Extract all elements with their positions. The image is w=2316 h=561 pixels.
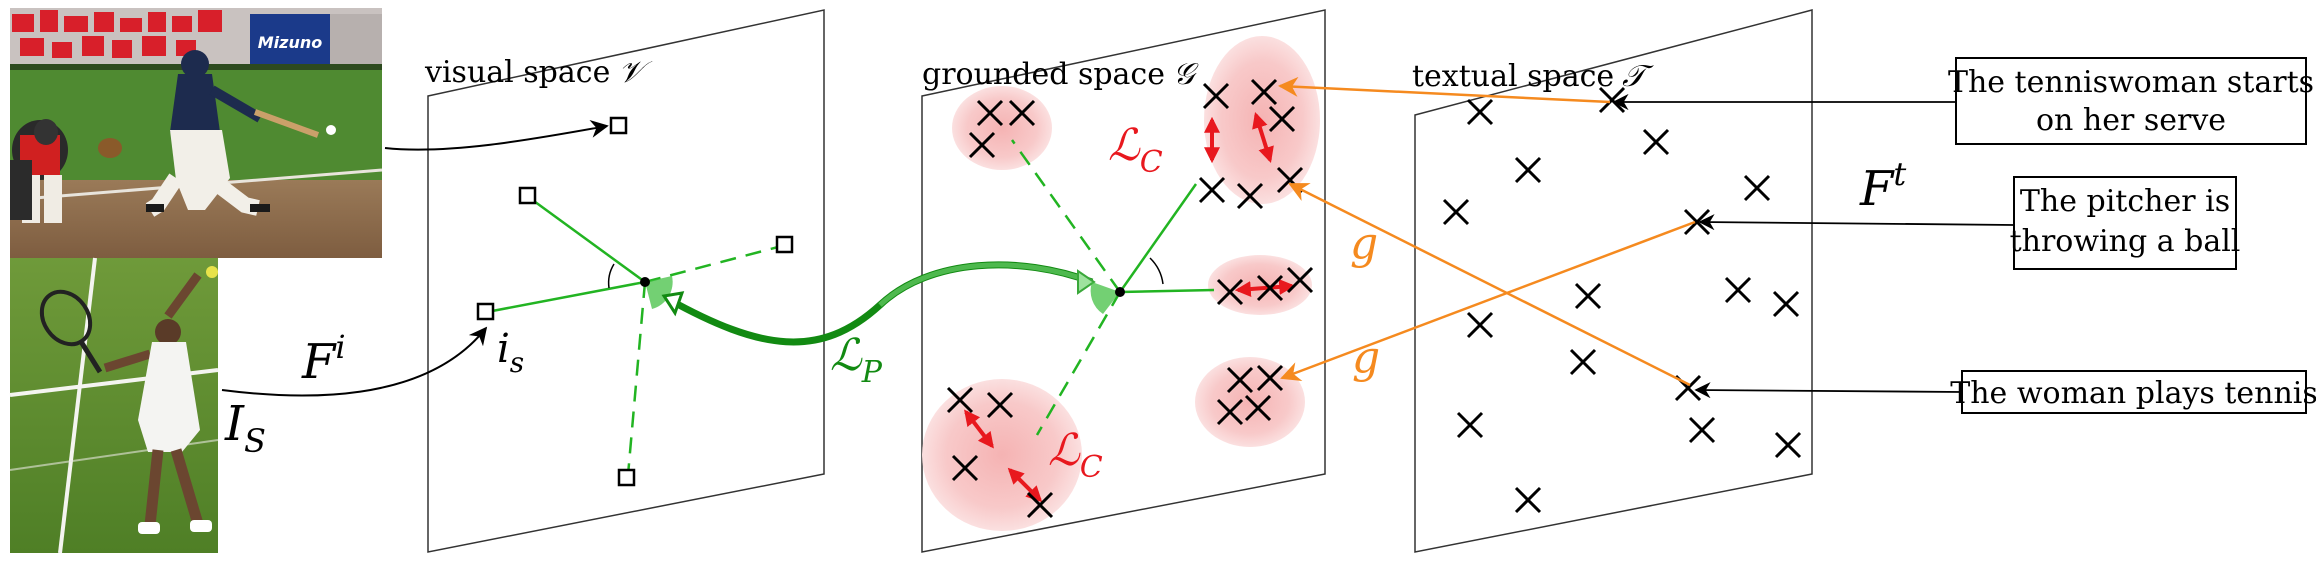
cross-point (1286, 266, 1314, 294)
g-label-upper: g (1350, 218, 1378, 269)
visual-point-square (617, 468, 636, 487)
visual-point-square (476, 302, 495, 321)
cross-point (1514, 486, 1542, 514)
cross-point (1268, 105, 1296, 133)
cross-point (1226, 366, 1254, 394)
cross-point (1569, 348, 1597, 376)
cross-point (1236, 182, 1264, 210)
visual-point-square (518, 186, 537, 205)
F-i-label: Fi (301, 328, 346, 390)
cross-point (1772, 290, 1800, 318)
baseball-to-visual-arrow (384, 119, 609, 151)
caption-box-tenniswoman: The tenniswoman starts on her serve (1948, 57, 2314, 145)
visual-space-content: is (476, 116, 794, 487)
tennis-photo (9, 257, 219, 554)
cross-point (976, 99, 1004, 127)
cluster-blob (952, 86, 1052, 170)
grounded-space-content (922, 36, 1320, 531)
baseball-photo: Mizuno (9, 8, 383, 258)
cross-point (946, 386, 974, 414)
g-label-lower: g (1352, 332, 1380, 383)
caption-box-pitcher: The pitcher is throwing a ball (2010, 176, 2241, 270)
cross-point (1256, 274, 1284, 302)
g-mapping-arrows (1278, 76, 1696, 387)
F-t-label: Ft (1859, 155, 1906, 217)
caption-arrow (1698, 214, 2015, 231)
cross-point (1574, 282, 1602, 310)
caption-line: The woman plays tennis (1950, 376, 2316, 411)
caption-line: The tenniswoman starts (1948, 65, 2314, 100)
textual-space-plane (1414, 9, 1813, 553)
cross-point (1202, 82, 1230, 110)
visual-point-square (775, 235, 794, 254)
cross-point (1256, 364, 1284, 392)
cross-point (986, 391, 1014, 419)
cross-point (1250, 78, 1278, 106)
L-C-label-top: ℒC (1108, 120, 1163, 180)
cross-point (1442, 198, 1470, 226)
L-P-arrow (661, 261, 1096, 346)
cross-point (1244, 394, 1272, 422)
I-S-label: IS (224, 396, 266, 460)
caption-box-woman: The woman plays tennis (1950, 370, 2316, 414)
i-s-label: is (497, 326, 524, 379)
cross-point (1216, 278, 1244, 306)
cross-point (1026, 491, 1054, 519)
cross-point (1774, 431, 1802, 459)
caption-line: The pitcher is (2020, 184, 2230, 219)
cross-point (968, 131, 996, 159)
visual-point-square (609, 116, 628, 135)
cross-point (1688, 416, 1716, 444)
cross-point (1008, 99, 1036, 127)
cross-point (1198, 176, 1226, 204)
cross-point (951, 454, 979, 482)
banner-text: Mizuno (258, 33, 323, 52)
caption-arrow (1694, 382, 1963, 399)
cross-point (1456, 411, 1484, 439)
visual-space-plane (427, 9, 825, 553)
caption-line: throwing a ball (2010, 224, 2241, 259)
cross-points (946, 78, 1802, 519)
cross-point (1743, 174, 1771, 202)
cross-point (1216, 398, 1244, 426)
cross-point (1724, 276, 1752, 304)
cross-point (1514, 156, 1542, 184)
L-P-label: ℒP (830, 330, 883, 390)
L-C-label-bottom: ℒC (1048, 425, 1103, 485)
caption-line: on her serve (2036, 103, 2226, 138)
cross-point (1466, 311, 1494, 339)
cross-point (1466, 98, 1494, 126)
tennis-to-is-arrow (221, 326, 488, 397)
cross-point (1642, 128, 1670, 156)
